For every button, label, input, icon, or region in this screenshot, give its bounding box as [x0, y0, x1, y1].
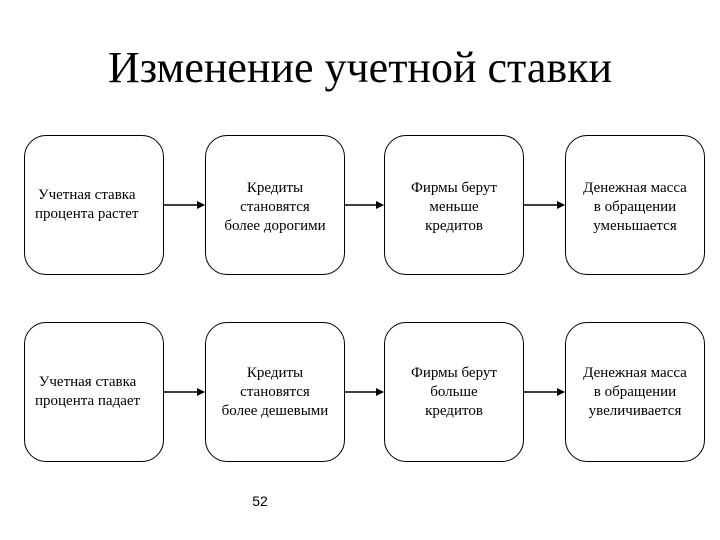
rate-falls-box: Учетная ставка процента падает [24, 322, 164, 462]
money-supply-increases-label: Денежная масса в обращении увеличивается [583, 364, 687, 419]
firms-borrow-less-label: Фирмы берут меньше кредитов [411, 179, 497, 234]
rate-rises-label: Учетная ставка процента растет [35, 187, 139, 222]
credits-cheaper-box: Кредиты становятся более дешевыми [205, 322, 345, 462]
page-number: 52 [252, 493, 268, 509]
slide-title: Изменение учетной ставки [107, 43, 613, 92]
credits-cheaper-label: Кредиты становятся более дешевыми [221, 364, 329, 419]
rate-rises-box: Учетная ставка процента растет [24, 135, 164, 275]
money-supply-decreases-box: Денежная масса в обращении уменьшается [565, 135, 705, 275]
firms-borrow-less-box: Фирмы берут меньше кредитов [384, 135, 524, 275]
money-supply-decreases-label: Денежная масса в обращении уменьшается [583, 179, 687, 234]
rate-falls-label: Учетная ставка процента падает [35, 374, 141, 409]
credits-more-expensive-label: Кредиты становятся более дорогими [224, 179, 326, 234]
credits-more-expensive-box: Кредиты становятся более дорогими [205, 135, 345, 275]
money-supply-increases-box: Денежная масса в обращении увеличивается [565, 322, 705, 462]
firms-borrow-more-box: Фирмы берут больше кредитов [384, 322, 524, 462]
firms-borrow-more-label: Фирмы берут больше кредитов [411, 364, 497, 419]
